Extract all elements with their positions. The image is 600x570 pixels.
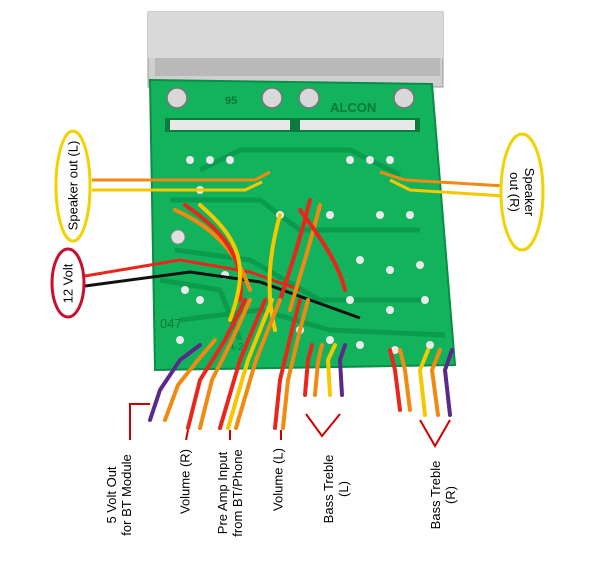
output-wires xyxy=(148,298,454,430)
label-speaker-out-left-text: Speaker out (L) xyxy=(65,140,81,231)
label-volume-l: Volume (L) xyxy=(271,440,286,520)
label-speaker-out-right-line1: Speaker xyxy=(522,167,537,217)
heatsink-top-face xyxy=(148,12,443,58)
label-bass-treble-l-line1: Bass Treble xyxy=(321,454,336,524)
speaker-wires-left xyxy=(92,170,271,192)
label-12-volt: 12 Volt xyxy=(61,254,76,314)
board-number-047: 047 xyxy=(160,316,182,331)
speaker-left-ellipse xyxy=(54,129,92,243)
label-speaker-out-left: Speaker out (L) xyxy=(66,131,81,241)
label-speaker-out-right: Speaker out (R) xyxy=(507,142,537,242)
label-bass-treble-r-line1: Bass Treble xyxy=(428,460,443,530)
board-part-code: A-2 xyxy=(228,342,244,353)
label-bass-treble-r: Bass Treble (R) xyxy=(428,450,458,540)
label-bass-treble-l: Bass Treble (L) xyxy=(321,444,351,534)
ic-pin-strip xyxy=(165,118,420,132)
label-speaker-out-right-line2: out (R) xyxy=(507,172,522,212)
label-5v-out-bt-line2: for BT Module xyxy=(119,454,134,536)
label-preamp-input-line2: from BT/Phone xyxy=(230,449,245,537)
label-volume-r-text: Volume (R) xyxy=(177,448,193,515)
label-12-volt-text: 12 Volt xyxy=(60,263,76,304)
label-bass-treble-l-line2: (L) xyxy=(336,481,351,497)
speaker-wires-right xyxy=(379,170,506,198)
label-volume-l-text: Volume (L) xyxy=(270,448,286,511)
label-bass-treble-r-line2: (R) xyxy=(443,485,458,505)
label-5v-out-bt: 5 Volt Out for BT Module xyxy=(104,445,134,545)
board-number-95: 95 xyxy=(225,95,237,107)
speaker-right-ellipse xyxy=(499,132,545,252)
volt12-ellipse xyxy=(50,247,86,319)
label-preamp-input: Pre Amp Input from BT/Phone xyxy=(215,438,245,548)
heatsink-bend xyxy=(155,58,440,76)
callout-lines xyxy=(129,403,451,449)
label-5v-out-bt-line1: 5 Volt Out xyxy=(104,466,119,524)
label-volume-r: Volume (R) xyxy=(178,442,193,522)
mounting-screws xyxy=(166,87,415,109)
ground-pad xyxy=(170,229,186,245)
board-brand: ALCON xyxy=(330,100,376,115)
label-preamp-input-line1: Pre Amp Input xyxy=(215,451,230,535)
